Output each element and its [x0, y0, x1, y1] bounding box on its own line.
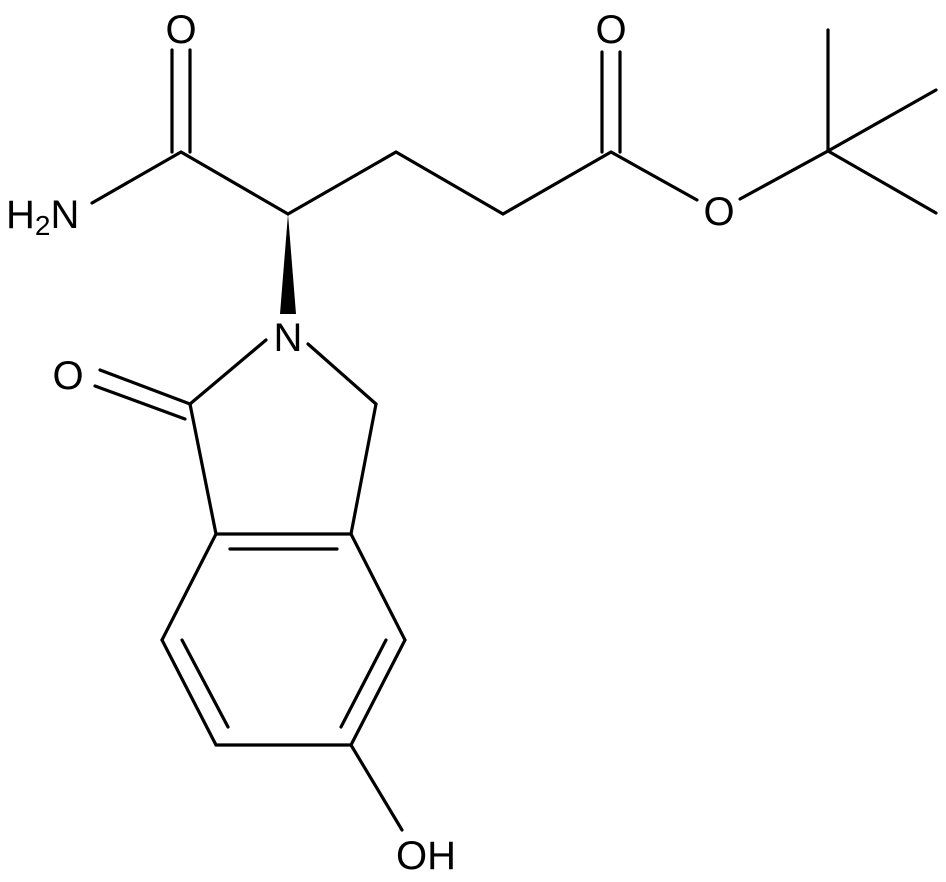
atom-label-ester-carbonyl-o: O — [595, 8, 626, 52]
bond-c5-oh — [349, 743, 404, 832]
bond-tbu-methyl-2 — [826, 88, 938, 153]
bond-c4-c5-inner — [339, 638, 388, 729]
bond-c3a-c4 — [349, 532, 407, 642]
atom-label-hydroxyl: OH — [396, 834, 456, 878]
bond-ester-c-o — [609, 150, 699, 202]
bond-c4-c5 — [349, 638, 407, 747]
atom-label-ester-o: O — [703, 190, 734, 234]
bond-amide-cn — [90, 150, 183, 205]
atom-label-amide-o: O — [165, 8, 196, 52]
bond-c6-c7 — [160, 638, 218, 747]
atom-label-amine: H2N — [6, 193, 79, 241]
bond-lactam-co-2 — [93, 384, 187, 421]
bond-c6-c7-inner — [180, 638, 230, 729]
bond-cbeta-cgamma — [394, 150, 505, 216]
wedge-bond-calpha-n — [280, 214, 296, 314]
atom-label-amine-n: N — [50, 193, 79, 237]
bond-ester-o-tbu — [738, 149, 830, 201]
bond-n-carbonyl-c — [188, 338, 268, 406]
bond-amide-c-calpha — [179, 150, 290, 216]
bond-n-ch2 — [306, 342, 378, 406]
bond-cgamma-ester-c — [501, 150, 613, 216]
bond-c7-c7a — [160, 532, 218, 642]
atom-label-amine-h: H — [6, 193, 35, 237]
atom-label-amine-subscript: 2 — [35, 210, 51, 241]
bond-ch2-c3a — [349, 402, 378, 536]
atom-label-ring-n: N — [274, 316, 303, 360]
bond-calpha-cbeta — [286, 150, 398, 216]
bond-carbonyl-c7a — [188, 402, 218, 536]
atom-label-lactam-o: O — [52, 354, 83, 398]
bond-tbu-methyl-3 — [826, 149, 938, 215]
bond-lactam-co-1 — [98, 368, 192, 406]
